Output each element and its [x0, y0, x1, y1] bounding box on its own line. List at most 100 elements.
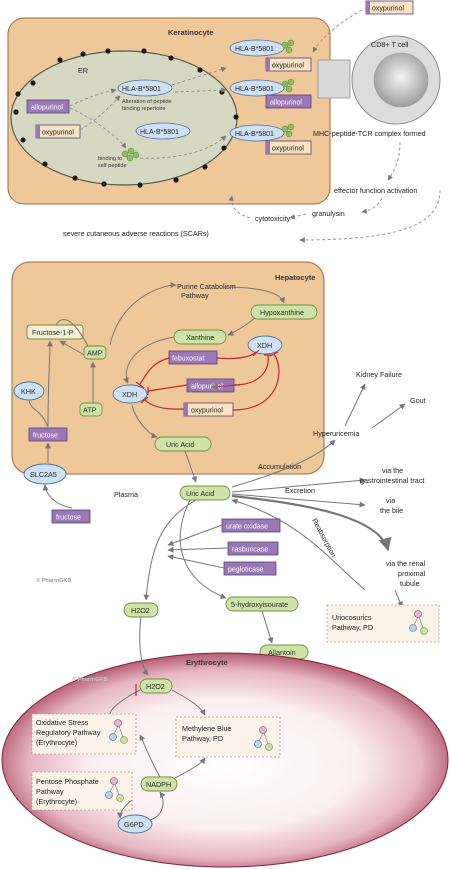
node-uric-acid-plasma-label: Uric Acid [186, 489, 214, 498]
renal-label-2: proximal [398, 569, 426, 578]
arrow-xdh-uric [131, 404, 158, 439]
purine-label-2: Pathway [181, 291, 209, 300]
tcell-label: CD8+ T cell [371, 40, 409, 49]
arrow-h2o2-into-rbc [139, 616, 149, 676]
gi-label-1: via the [382, 466, 403, 475]
node-nadph-label: NADPH [146, 780, 171, 789]
node-uric-acid-plasma [179, 485, 231, 501]
arrow-bile [231, 493, 366, 508]
uricosurics-label-1: Uriocosurics [332, 613, 372, 622]
surface-hla-2-label: HLA-B*5801 [235, 86, 274, 93]
gi-label-2: gastrointestinal tract [360, 476, 424, 485]
arrow-khk-fructose [28, 399, 49, 428]
renal-label-1: via the renal [386, 559, 426, 568]
drug-oxypurinol-liver-label: oxypurinol [191, 408, 223, 415]
gout-label: Gout [410, 396, 426, 405]
arrow-renal [231, 494, 392, 552]
surface-hla-1 [229, 39, 295, 57]
arrow-amp-f1p [59, 340, 85, 356]
arrow-5hiu-allantoin [261, 610, 274, 644]
methylene-label-1: Methylene Blue [182, 724, 232, 733]
surface-drug-3-label: oxypurinol [272, 146, 304, 153]
arrow-hypox-xanthine [227, 317, 256, 336]
arrow-peptide-surface [139, 135, 227, 159]
pathway-glyph-icon [105, 777, 124, 802]
arrow-pentose-g6pd [117, 799, 133, 819]
er-label: ER [78, 66, 88, 75]
arrow-gi [231, 477, 366, 493]
link-h2o2-oxidative [109, 689, 141, 715]
node-allantoin-label: Allantoin [268, 648, 296, 657]
arrow-amp-purine [109, 282, 177, 346]
node-khk-label: KHK [21, 387, 36, 396]
arrow-renal-uricosurics [394, 589, 403, 608]
inhibit-bar-2 [135, 381, 145, 389]
pathway-glyph-icon [254, 726, 273, 751]
node-xdh-1-label: XDH [257, 341, 272, 350]
drug-fructose-plasma-label: fructose [56, 515, 81, 522]
surface-drug-2 [265, 94, 312, 109]
arrow-uric-h2o2 [143, 499, 197, 601]
top-drug-tab [366, 1, 370, 14]
arrow-purine-hypox [221, 286, 285, 304]
surface-drug-2-label: allopurinol [270, 100, 302, 107]
arrow-h2o2-methylene [171, 689, 206, 716]
arrow-fructose-f1p [46, 340, 53, 428]
pentose-phosphate-box[interactable] [31, 771, 133, 811]
excretion-label: Excretion [285, 486, 315, 495]
oxidative-label-3: (Erythrocyte) [36, 738, 77, 747]
drug-oxypurinol-er-tab [36, 125, 40, 138]
inhibit-bar-6 [140, 396, 149, 404]
oxidative-stress-box[interactable] [31, 713, 137, 755]
methylene-blue-box[interactable] [175, 716, 281, 758]
hla-er-1 [117, 79, 173, 97]
binding-note-2: self peptide [98, 163, 127, 169]
arrow-nadph-methylene [174, 757, 206, 779]
renal-label-3: tubule [400, 579, 420, 588]
inhibit-oxy-xdh2 [144, 399, 185, 410]
hla-er-1-label: HLA-B*5801 [122, 86, 161, 93]
binding-note-1: binding to [98, 156, 122, 162]
granulysin-label: granulysin [312, 209, 345, 218]
inhibit-febux-xdh2 [139, 357, 170, 385]
drug-urate-oxidase-label: urate oxidase [226, 524, 268, 531]
peptide-cluster-er [121, 147, 140, 162]
drug-fructose-liver-label: fructose [33, 433, 58, 440]
pentose-label-3: (Erythrocyte) [36, 797, 77, 806]
arrow-uric-5hiu [179, 499, 227, 599]
purine-label-1: Purine Catabolism [177, 282, 236, 291]
arrow-allo-oxy [211, 383, 241, 390]
node-h2o2-plasma-label: H2O2 [131, 606, 150, 615]
uricosurics-label-2: Pathway, PD [332, 623, 373, 632]
drug-oxypurinol-liver-tab [184, 403, 188, 416]
drug-pegloticase [223, 561, 277, 576]
inhibit-bar-1 [252, 349, 260, 357]
drug-rasburicase-label: rasburicase [232, 547, 268, 554]
inhibit-allo-xdh1 [233, 354, 269, 386]
arrow-hla-surface-1 [171, 66, 227, 86]
drug-allopurinol-liver-label: allopurinol [191, 384, 223, 391]
drug-pegloticase-label: pegloticase [228, 567, 264, 574]
node-amp-label: AMP [87, 349, 103, 358]
oxidative-label-1: Oxidative Stress [36, 718, 89, 727]
arrow-nadph-oxidative [139, 734, 161, 778]
inhibit-allo-xdh2 [147, 384, 188, 392]
kidney-failure-label: Kidney Failure [356, 370, 402, 379]
uricosurics-box[interactable] [326, 604, 440, 643]
node-fructose-1-p [26, 324, 84, 340]
surface-drug-1-label: oxypurinol [272, 63, 304, 70]
node-fructose-1-p-label: Fructose-1-P [32, 328, 74, 337]
pentose-label-2: Pathway [36, 787, 64, 796]
node-h2o2-rbc [139, 678, 173, 694]
arrow-g6pd-nadph [149, 791, 166, 821]
effector-label: effector function activation [334, 186, 417, 195]
hla-er-2 [135, 122, 191, 140]
hyperuricemia-label: Hyperuricemia [313, 429, 359, 438]
drug-oxypurinol-er-label: oxypurinol [42, 130, 74, 137]
node-xdh-1 [247, 335, 283, 355]
arrow-rasburicase [167, 546, 229, 553]
hla-er-2-label: HLA-B*5801 [140, 129, 179, 136]
node-nadph [140, 776, 178, 792]
arrow-f1p-amp [55, 319, 89, 347]
